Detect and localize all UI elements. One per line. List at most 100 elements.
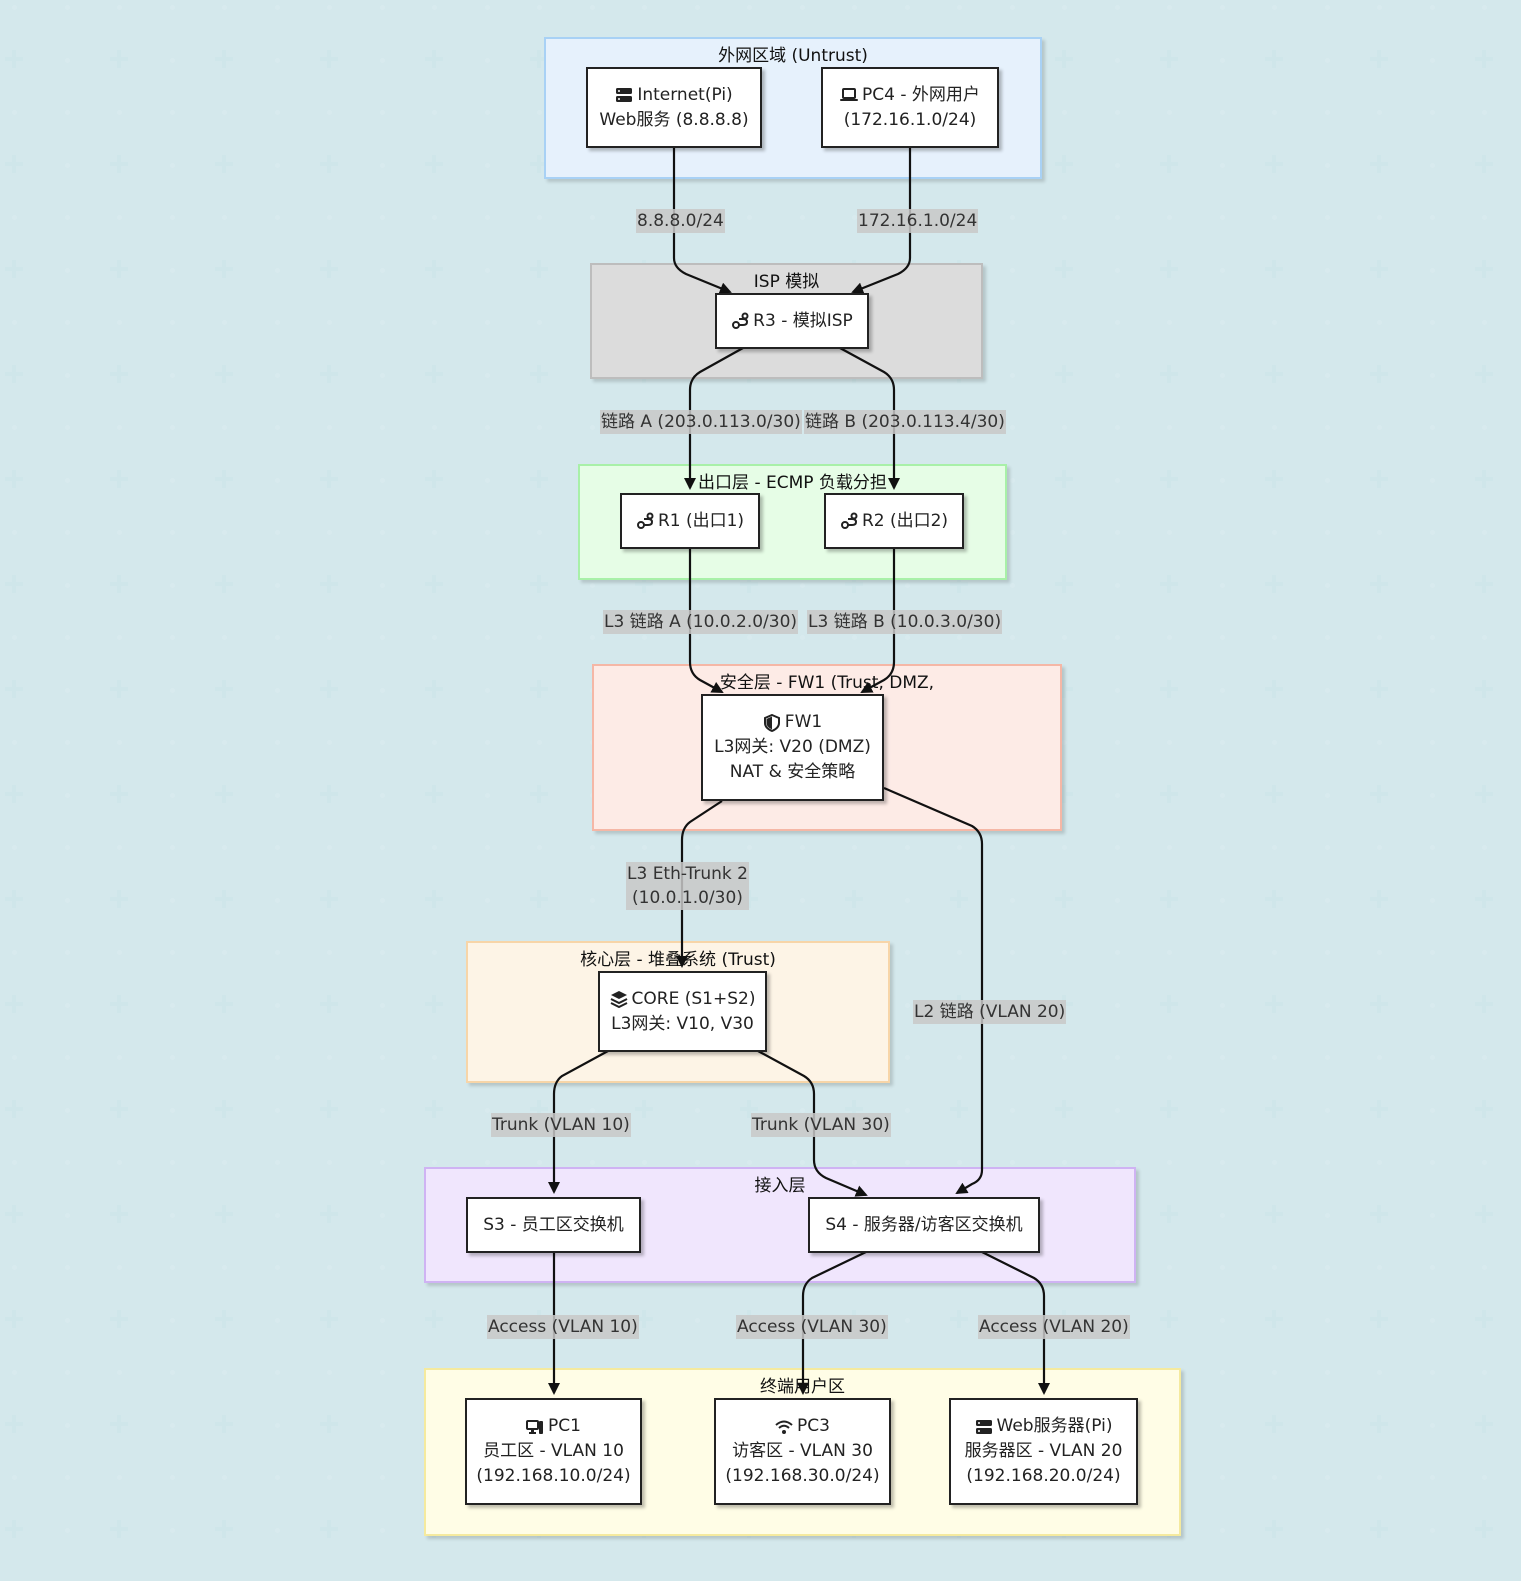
grid-plus (215, 470, 233, 488)
grid-dot (1429, 425, 1435, 430)
grid-plus (530, 50, 548, 68)
grid-plus (215, 1415, 233, 1433)
server-icon (975, 1419, 992, 1434)
grid-dot (12, 740, 17, 745)
grid-dot (64, 162, 70, 168)
node-pc1[interactable]: PC1 员工区 - VLAN 10 (192.168.10.0/24) (465, 1398, 642, 1505)
grid-dot (1219, 530, 1225, 535)
egress-zone-title: 出口层 - ECMP 负载分担 (698, 473, 887, 493)
edge-label-fw1-core-line1: L3 Eth-Trunk 2 (627, 864, 748, 884)
grid-dot (1482, 845, 1487, 850)
grid-dot (169, 897, 175, 903)
node-s4[interactable]: S4 - 服务器/访客区交换机 (808, 1197, 1040, 1253)
grid-dot (169, 1475, 175, 1480)
grid-plus (1370, 680, 1388, 698)
grid-dot (1167, 950, 1172, 955)
node-pc1-sub2: (192.168.10.0/24) (476, 1466, 631, 1486)
grid-dot (1324, 1370, 1330, 1375)
grid-dot (1272, 320, 1277, 325)
grid-plus (530, 1100, 548, 1118)
grid-dot (274, 1160, 280, 1165)
node-web-sub1: 服务器区 - VLAN 20 (964, 1441, 1123, 1461)
grid-dot (169, 687, 175, 693)
grid-dot (169, 425, 175, 430)
grid-plus (1475, 1415, 1493, 1433)
grid-dot (1429, 1527, 1435, 1533)
grid-dot (1009, 950, 1015, 955)
node-s3[interactable]: S3 - 员工区交换机 (466, 1197, 641, 1253)
grid-dot (484, 372, 490, 378)
grid-dot (432, 950, 437, 955)
grid-plus (1475, 1520, 1493, 1538)
grid-dot (1062, 110, 1067, 115)
grid-dot (1377, 320, 1382, 325)
grid-dot (169, 1527, 175, 1533)
grid-plus (1370, 890, 1388, 908)
grid-plus (5, 575, 23, 593)
grid-plus (5, 890, 23, 908)
node-pc1-title: PC1 (548, 1416, 581, 1436)
grid-dot (1429, 845, 1435, 850)
grid-dot (1324, 950, 1330, 955)
grid-dot (1482, 215, 1487, 220)
node-r3[interactable]: R3 - 模拟ISP (715, 293, 869, 349)
grid-plus (1160, 1310, 1178, 1328)
grid-plus (1475, 890, 1493, 908)
node-r1[interactable]: R1 (出口1) (620, 493, 760, 549)
grid-dot (1324, 1002, 1330, 1008)
grid-plus (1265, 365, 1283, 383)
node-pc4[interactable]: PC4 - 外网用户 (172.16.1.0/24) (821, 67, 999, 148)
grid-dot (327, 635, 332, 640)
grid-plus (320, 470, 338, 488)
grid-dot (1324, 845, 1330, 850)
grid-dot (64, 5, 70, 10)
grid-plus (320, 995, 338, 1013)
grid-dot (484, 425, 490, 430)
grid-plus (1370, 575, 1388, 593)
edge-fw1-core (676, 800, 723, 968)
node-web-server[interactable]: Web服务器(Pi) 服务器区 - VLAN 20 (192.168.20.0/… (949, 1398, 1138, 1505)
grid-dot (274, 162, 280, 168)
grid-dot (484, 477, 490, 483)
grid-dot (1429, 687, 1435, 693)
grid-plus (1265, 995, 1283, 1013)
grid-dot (589, 582, 595, 588)
grid-dot (274, 1317, 280, 1323)
grid-dot (1219, 5, 1225, 10)
grid-plus (1265, 680, 1283, 698)
node-r2[interactable]: R2 (出口2) (824, 493, 964, 549)
grid-dot (222, 1370, 227, 1375)
grid-dot (1482, 1160, 1487, 1165)
core-zone-title: 核心层 - 堆叠系统 (Trust) (580, 950, 776, 970)
node-core[interactable]: CORE (S1+S2) L3网关: V10, V30 (598, 971, 767, 1052)
grid-dot (222, 635, 227, 640)
node-fw1[interactable]: FW1 L3网关: V20 (DMZ) NAT & 安全策略 (701, 694, 884, 801)
server-icon (616, 88, 633, 102)
grid-dot (1114, 110, 1120, 115)
grid-dot (1219, 1317, 1225, 1323)
node-pc3[interactable]: PC3 访客区 - VLAN 30 (192.168.30.0/24) (714, 1398, 891, 1505)
grid-dot (12, 110, 17, 115)
grid-dot (1324, 425, 1330, 430)
grid-dot (432, 1160, 437, 1165)
grid-dot (379, 845, 385, 850)
grid-plus (5, 1415, 23, 1433)
grid-dot (1429, 110, 1435, 115)
grid-dot (1009, 1107, 1015, 1113)
grid-plus (1370, 470, 1388, 488)
edge-r2-fw1 (860, 549, 896, 693)
grid-plus (5, 155, 23, 173)
grid-plus (530, 260, 548, 278)
grid-dot (12, 1370, 17, 1375)
router-icon (732, 312, 749, 329)
grid-dot (379, 1212, 385, 1218)
grid-plus (1475, 680, 1493, 698)
edge-label-pc4-r3: 172.16.1.0/24 (857, 209, 979, 233)
grid-plus (5, 785, 23, 803)
grid-plus (5, 995, 23, 1013)
grid-dot (1429, 897, 1435, 903)
node-internet[interactable]: Internet(Pi) Web服务 (8.8.8.8) (586, 67, 762, 148)
grid-dot (537, 530, 542, 535)
edge-label-s4-pc3: Access (VLAN 30) (736, 1315, 888, 1339)
grid-dot (1429, 477, 1435, 483)
